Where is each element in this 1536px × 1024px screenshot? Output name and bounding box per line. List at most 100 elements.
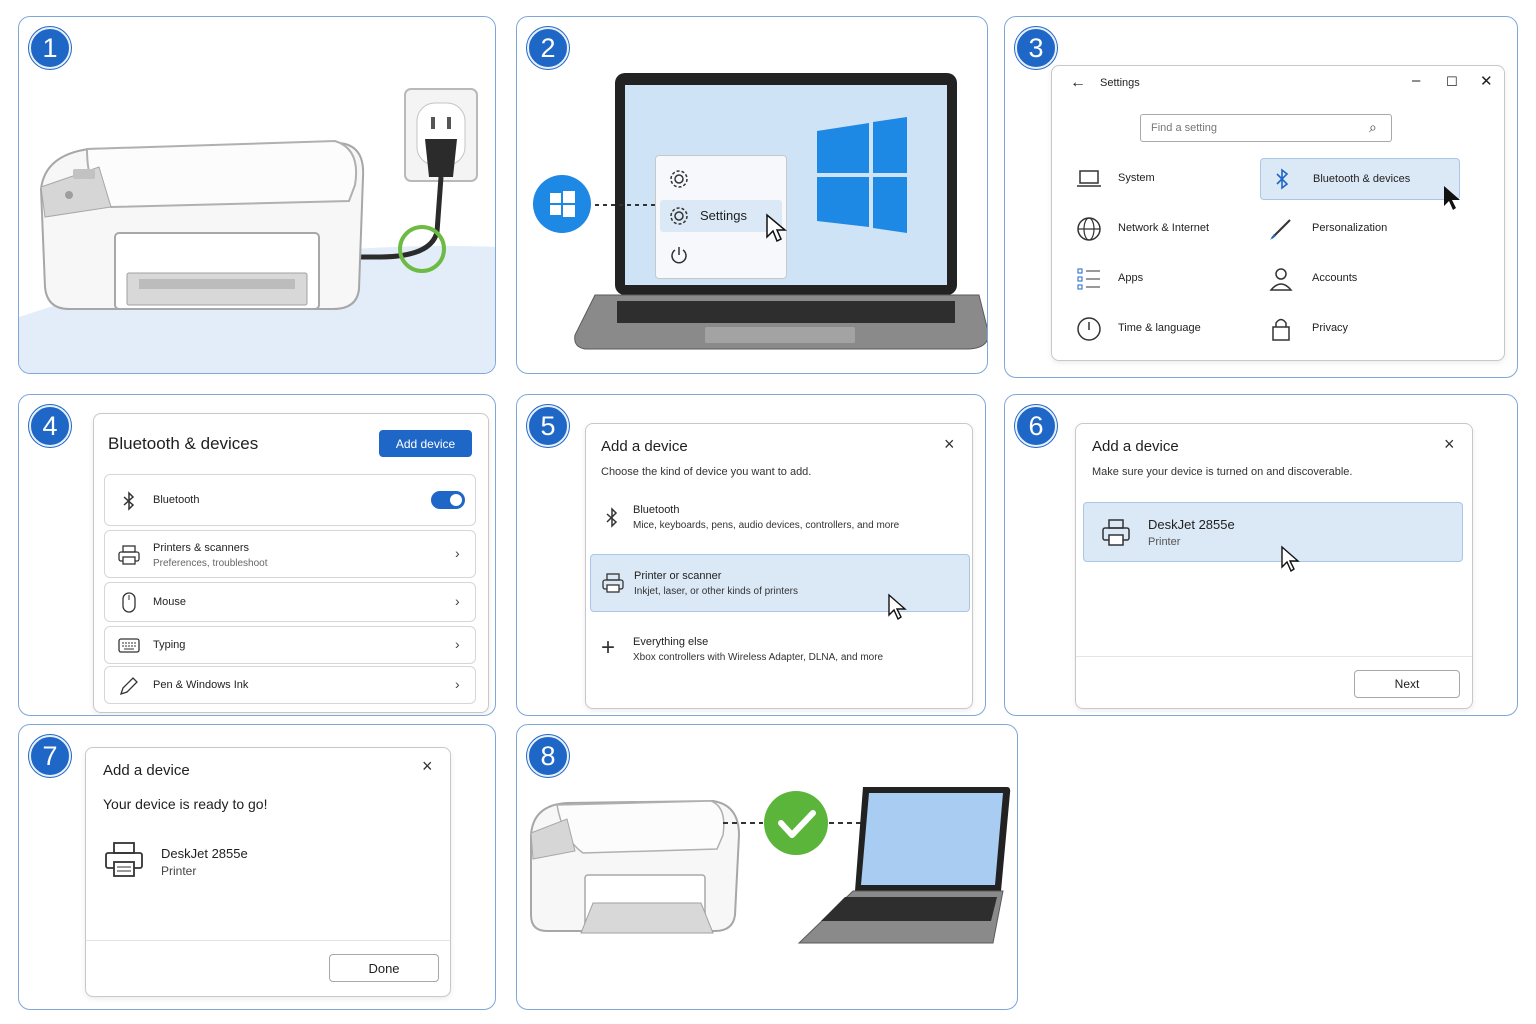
chevron-right-icon: › (455, 636, 460, 652)
close-icon[interactable]: × (944, 434, 955, 454)
settings-item-apps[interactable]: Apps (1072, 262, 1252, 296)
person-icon (1269, 268, 1293, 291)
bluetooth-toggle[interactable] (431, 491, 465, 509)
page-title: Bluetooth & devices (108, 434, 259, 453)
next-button[interactable]: Next (1354, 670, 1460, 698)
brush-icon (1270, 219, 1291, 240)
gear-icon[interactable] (668, 168, 690, 190)
step-6-panel: 6 Add a device × Make sure your device i… (1004, 394, 1518, 716)
add-device-dialog: Add a device × Your device is ready to g… (85, 747, 451, 997)
step-badge: 5 (527, 405, 569, 447)
settings-item-label: Privacy (1312, 322, 1349, 334)
settings-item-label: Bluetooth & devices (1313, 173, 1411, 185)
settings-item-label: Apps (1118, 272, 1144, 284)
step-1-panel: 1 (18, 16, 496, 374)
minimize-icon[interactable]: – (1412, 72, 1421, 89)
option-sublabel: Mice, keyboards, pens, audio devices, co… (633, 520, 900, 531)
step-3-panel: 3 ← Settings – ☐ ✕ Find a setting ⌕ Syst… (1004, 16, 1518, 378)
ready-message: Your device is ready to go! (103, 796, 268, 812)
power-icon[interactable] (668, 244, 690, 266)
dialog-subtitle: Choose the kind of device you want to ad… (601, 466, 812, 478)
step-badge: 6 (1015, 405, 1057, 447)
mouse-row[interactable]: Mouse › (104, 582, 476, 622)
step-badge: 2 (527, 27, 569, 69)
settings-item-bluetooth-devices[interactable]: Bluetooth & devices (1260, 158, 1460, 200)
step-badge: 1 (29, 27, 71, 69)
row-label: Pen & Windows Ink (153, 679, 249, 691)
settings-item-accounts[interactable]: Accounts (1264, 262, 1454, 296)
close-icon[interactable]: ✕ (1480, 73, 1493, 90)
start-button[interactable] (533, 175, 591, 233)
pen-icon (119, 677, 138, 696)
bluetooth-icon (606, 507, 618, 528)
bluetooth-row[interactable]: Bluetooth (104, 474, 476, 526)
step-5-panel: 5 Add a device × Choose the kind of devi… (516, 394, 986, 716)
mouse-icon (122, 592, 136, 613)
close-icon[interactable]: × (422, 756, 433, 776)
dialog-title: Add a device (1092, 438, 1179, 455)
keyboard-icon (118, 638, 140, 653)
menu-item-label: Settings (700, 208, 747, 223)
settings-item-label: Accounts (1312, 272, 1358, 284)
apps-list-icon (1077, 268, 1100, 290)
settings-item-personalization[interactable]: Personalization (1264, 212, 1454, 246)
chevron-right-icon: › (455, 676, 460, 692)
connected-illustration (530, 787, 1011, 944)
step-badge: 4 (29, 405, 71, 447)
settings-item-network[interactable]: Network & Internet (1072, 212, 1252, 246)
menu-item-settings[interactable]: Settings (660, 200, 782, 232)
search-input[interactable]: Find a setting ⌕ (1140, 114, 1392, 142)
option-everything-else[interactable]: + Everything else Xbox controllers with … (590, 624, 970, 676)
done-button[interactable]: Done (329, 954, 439, 982)
plus-icon: + (601, 634, 616, 661)
step-8-panel: 8 (516, 724, 1018, 1010)
pen-ink-row[interactable]: Pen & Windows Ink › (104, 666, 476, 704)
step-2-panel: 2 Settings (516, 16, 988, 374)
option-bluetooth[interactable]: Bluetooth Mice, keyboards, pens, audio d… (590, 492, 970, 544)
mouse-cursor-icon (1281, 545, 1300, 573)
printer-plug-illustration (19, 88, 495, 373)
add-device-button[interactable]: Add device (379, 430, 472, 457)
settings-item-time[interactable]: Time & language (1072, 312, 1252, 346)
close-icon[interactable]: × (1444, 434, 1455, 454)
option-sublabel: Xbox controllers with Wireless Adapter, … (633, 652, 884, 663)
bluetooth-devices-window: Bluetooth & devices Add device Bluetooth… (93, 413, 489, 713)
window-title: Settings (1100, 77, 1140, 89)
option-sublabel: Inkjet, laser, or other kinds of printer… (634, 586, 798, 597)
globe-icon (1077, 217, 1101, 241)
option-label: Bluetooth (633, 504, 680, 516)
step-badge: 3 (1015, 27, 1057, 69)
windows-logo-icon (550, 191, 575, 217)
printers-scanners-row[interactable]: Printers & scanners Preferences, trouble… (104, 530, 476, 578)
lock-icon (1272, 318, 1290, 341)
typing-row[interactable]: Typing › (104, 626, 476, 664)
mouse-cursor-icon (766, 213, 787, 243)
gear-icon (670, 207, 688, 225)
device-name: DeskJet 2855e (1148, 517, 1235, 532)
printer-icon (1102, 519, 1130, 546)
row-sublabel: Preferences, troubleshoot (153, 558, 268, 569)
settings-item-label: Personalization (1312, 222, 1388, 234)
mouse-cursor-icon (1444, 186, 1460, 210)
settings-item-system[interactable]: System (1072, 162, 1252, 196)
dialog-title: Add a device (103, 762, 190, 779)
laptop-icon (1077, 170, 1101, 187)
settings-window: ← Settings – ☐ ✕ Find a setting ⌕ System… (1051, 65, 1505, 361)
discovered-device-item[interactable]: DeskJet 2855e Printer (1083, 502, 1463, 573)
settings-item-privacy[interactable]: Privacy (1264, 312, 1454, 346)
option-label: Everything else (633, 636, 709, 648)
add-device-dialog: Add a device × Choose the kind of device… (585, 423, 973, 709)
step-7-panel: 7 Add a device × Your device is ready to… (18, 724, 496, 1010)
clock-icon (1077, 317, 1101, 341)
device-type: Printer (161, 864, 197, 878)
row-label: Typing (153, 639, 186, 651)
maximize-icon[interactable]: ☐ (1446, 74, 1458, 89)
step-badge: 8 (527, 735, 569, 777)
chevron-right-icon: › (455, 545, 460, 561)
option-printer-scanner[interactable]: Printer or scanner Inkjet, laser, or oth… (590, 554, 970, 621)
back-arrow-icon[interactable]: ← (1070, 74, 1086, 91)
bluetooth-icon (123, 491, 135, 511)
settings-item-label: Network & Internet (1118, 222, 1210, 234)
row-label: Printers & scanners (153, 542, 249, 554)
option-label: Printer or scanner (634, 570, 722, 582)
